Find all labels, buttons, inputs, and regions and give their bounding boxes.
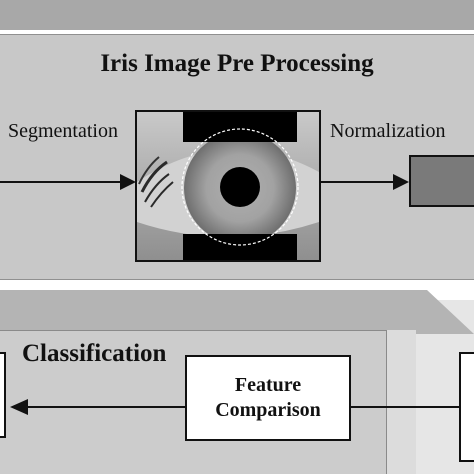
pipeline-arrows: [0, 174, 409, 190]
eye-image-graphic: [137, 112, 319, 260]
feature-comparison-box: Feature Comparison: [185, 355, 351, 441]
header-strip: [0, 0, 474, 30]
feature-box-line2: Comparison: [215, 399, 321, 421]
classification-panel-top: [0, 290, 474, 334]
segmentation-label: Segmentation: [8, 120, 118, 142]
classification-arrows: [10, 399, 459, 415]
feature-box-line1: Feature: [234, 374, 302, 396]
left-result-box: [0, 352, 6, 438]
normalization-label: Normalization: [330, 120, 446, 142]
classification-panel-depth: [386, 330, 416, 474]
eye-image: [135, 110, 321, 262]
classification-label: Classification: [22, 340, 167, 367]
arrow-head-eye: [120, 174, 136, 190]
right-input-box: [459, 352, 474, 462]
arrow-head-left: [10, 399, 28, 415]
diagram-title: Iris Image Pre Processing: [100, 50, 374, 77]
arrow-head-normalization: [393, 174, 409, 190]
normalization-box: [409, 155, 474, 207]
